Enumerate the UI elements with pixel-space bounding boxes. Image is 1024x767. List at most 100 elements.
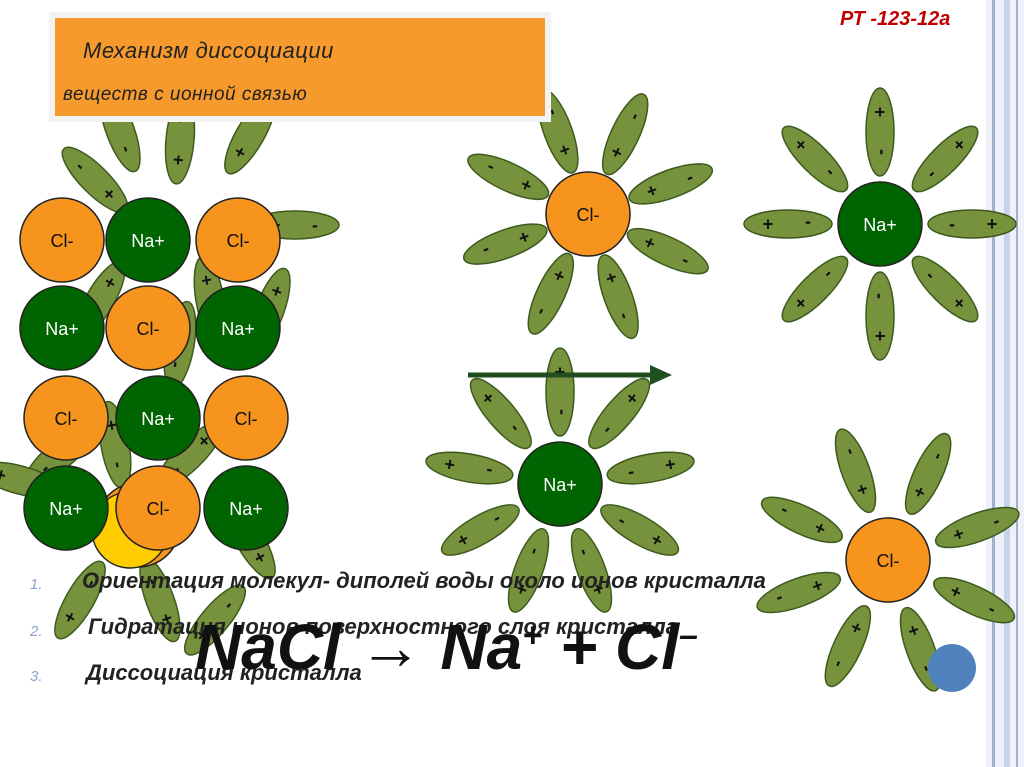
- title-line-2: веществ с ионной связью: [63, 84, 308, 105]
- lattice-ion-r1-c2: Na+: [105, 197, 191, 283]
- right-chloride-water-8-body: [760, 496, 843, 544]
- lattice-ion-r2-c1-disc: [19, 285, 105, 371]
- middle-sodium-water-9-body: [469, 377, 532, 450]
- lattice-ion-r4-c1-label: Na+: [49, 499, 83, 519]
- right-sodium-water-2: -+: [911, 125, 979, 193]
- lattice-ion-r1-c3-label: Cl-: [227, 231, 250, 251]
- right-sodium-water-5-sign-b: +: [870, 331, 890, 342]
- middle-sodium-water-4: -+: [600, 504, 680, 556]
- right-chloride-water-7-body: [756, 571, 842, 614]
- right-sodium-water-7-sign-a: -: [805, 214, 811, 234]
- middle-chloride-water-2: +-: [601, 93, 649, 176]
- middle-chloride-water-8-body: [467, 153, 550, 201]
- lattice-water-15: +-: [54, 560, 106, 640]
- lattice-ion-r3-c3: Cl-: [203, 375, 289, 461]
- right-sodium-water-1-sign-b: +: [870, 107, 890, 118]
- lattice-ion-r1-c2-disc: [105, 197, 191, 283]
- middle-sodium-water-7: -+: [440, 504, 520, 556]
- equation-chloride: Cl: [614, 611, 679, 683]
- right-chloride-water-4-body: [933, 576, 1016, 624]
- right-sodium-water-3-body: [927, 209, 1017, 239]
- step-text-3: Диссоциация кристалла: [86, 660, 362, 685]
- lattice-ion-r4-c2: Cl-: [115, 465, 201, 551]
- dissociation-equation: NaCl → Na+ + Cl–: [195, 610, 698, 684]
- equation-arrow: →: [358, 611, 423, 683]
- right-chloride-water-3: +-: [934, 506, 1020, 549]
- lattice-ion-r4-c2-label: Cl-: [147, 499, 170, 519]
- equation-chloride-charge: –: [678, 616, 698, 655]
- right-sodium-water-7-body: [743, 209, 833, 239]
- middle-chloride-water-4-body: [626, 227, 709, 275]
- right-sodium-water-5-body: [865, 271, 895, 361]
- lattice-water-2-sign-b: +: [168, 154, 189, 166]
- middle-chloride-ion: Cl-: [545, 171, 631, 257]
- lattice-ion-r3-c3-disc: [203, 375, 289, 461]
- lattice-ion-r3-c2: Na+: [115, 375, 201, 461]
- lattice-water-9-sign-b: -: [166, 360, 187, 369]
- middle-sodium-water-8-sign-a: -: [484, 461, 493, 482]
- lattice-ion-r4-c3-label: Na+: [229, 499, 263, 519]
- equation-plus: +: [559, 611, 598, 683]
- right-rail-line-1: [992, 0, 995, 767]
- middle-chloride-water-2-body: [601, 93, 649, 176]
- middle-chloride-water-6-body: [527, 252, 575, 335]
- lattice-ion-r1-c2-label: Na+: [131, 231, 165, 251]
- middle-sodium-water-5-body: [570, 528, 613, 613]
- right-chloride-water-8: +-: [760, 496, 843, 544]
- middle-sodium-water-1-sign-a: -: [550, 409, 570, 415]
- middle-sodium-water-3-body: [606, 451, 695, 485]
- middle-chloride-water-3-body: [628, 163, 714, 205]
- middle-chloride-ion-disc: [545, 171, 631, 257]
- middle-sodium-water-6-body: [507, 528, 550, 613]
- step-number-2: 2.: [30, 623, 43, 640]
- right-chloride-ion-disc: [845, 517, 931, 603]
- lattice-ion-r4-c1: Na+: [23, 465, 109, 551]
- blue-bubble: [928, 644, 976, 692]
- lattice-ion-r3-c2-disc: [115, 375, 201, 461]
- lattice-water-17: +-: [184, 584, 246, 656]
- right-sodium-water-6-body: [781, 255, 849, 323]
- lattice-ion-r2-c1-label: Na+: [45, 319, 79, 339]
- right-chloride-water-2: +-: [904, 432, 952, 515]
- middle-sodium-water-7-body: [440, 504, 520, 556]
- lattice-ion-r3-c2-label: Na+: [141, 409, 175, 429]
- lattice-water-7-sign-a: +: [196, 273, 218, 287]
- right-rail-line-3: [1016, 0, 1018, 767]
- right-sodium-water-3: -+: [927, 209, 1017, 239]
- middle-sodium-water-9: -+: [469, 377, 532, 450]
- lattice-ion-r2-c1: Na+: [19, 285, 105, 371]
- title-line-1: Механизм диссоциации: [83, 38, 334, 63]
- lattice-ion-r1-c1-disc: [19, 197, 105, 283]
- middle-sodium-ion-label: Na+: [543, 475, 577, 495]
- middle-sodium-ion: Na+: [517, 441, 603, 527]
- middle-sodium-water-5: -+: [570, 528, 613, 613]
- lattice-water-11-sign-b: -: [108, 460, 129, 469]
- right-sodium-water-3-sign-b: +: [987, 214, 998, 234]
- lattice-ion-r3-c1-disc: [23, 375, 109, 461]
- right-chloride-water-6-body: [824, 605, 872, 688]
- lattice-water-2-sign-a: -: [172, 116, 192, 124]
- middle-sodium-water-3-sign-b: +: [663, 454, 677, 476]
- middle-sodium-water-1: -+: [545, 347, 575, 437]
- middle-chloride-water-6: +-: [527, 252, 575, 335]
- right-sodium-water-8: -+: [781, 125, 849, 193]
- middle-chloride-water-4: +-: [626, 227, 709, 275]
- lattice-ion-r4-c2-disc: [115, 465, 201, 551]
- lattice-water-16: -+: [139, 557, 181, 643]
- lattice-ion-r1-c3-disc: [195, 197, 281, 283]
- middle-sodium-water-8-body: [425, 451, 514, 485]
- equation-sodium: Na: [440, 611, 523, 683]
- middle-sodium-water-1-sign-b: +: [550, 367, 570, 378]
- lattice-water-2: -+: [164, 95, 196, 185]
- lattice-ion-r4-c1-disc: [23, 465, 109, 551]
- middle-sodium-water-8: -+: [425, 451, 514, 485]
- middle-sodium-water-3-sign-a: -: [626, 461, 635, 482]
- process-arrow-head: [650, 365, 672, 385]
- right-sodium-ion-disc: [837, 181, 923, 267]
- equation-sodium-charge: +: [522, 616, 543, 655]
- middle-chloride-water-7-body: [462, 223, 548, 265]
- middle-sodium-water-1-body: [545, 347, 575, 437]
- step-number-1: 1.: [30, 576, 43, 593]
- lattice-ion-r1-c1-label: Cl-: [51, 231, 74, 251]
- lattice-water-17-body: [184, 584, 246, 656]
